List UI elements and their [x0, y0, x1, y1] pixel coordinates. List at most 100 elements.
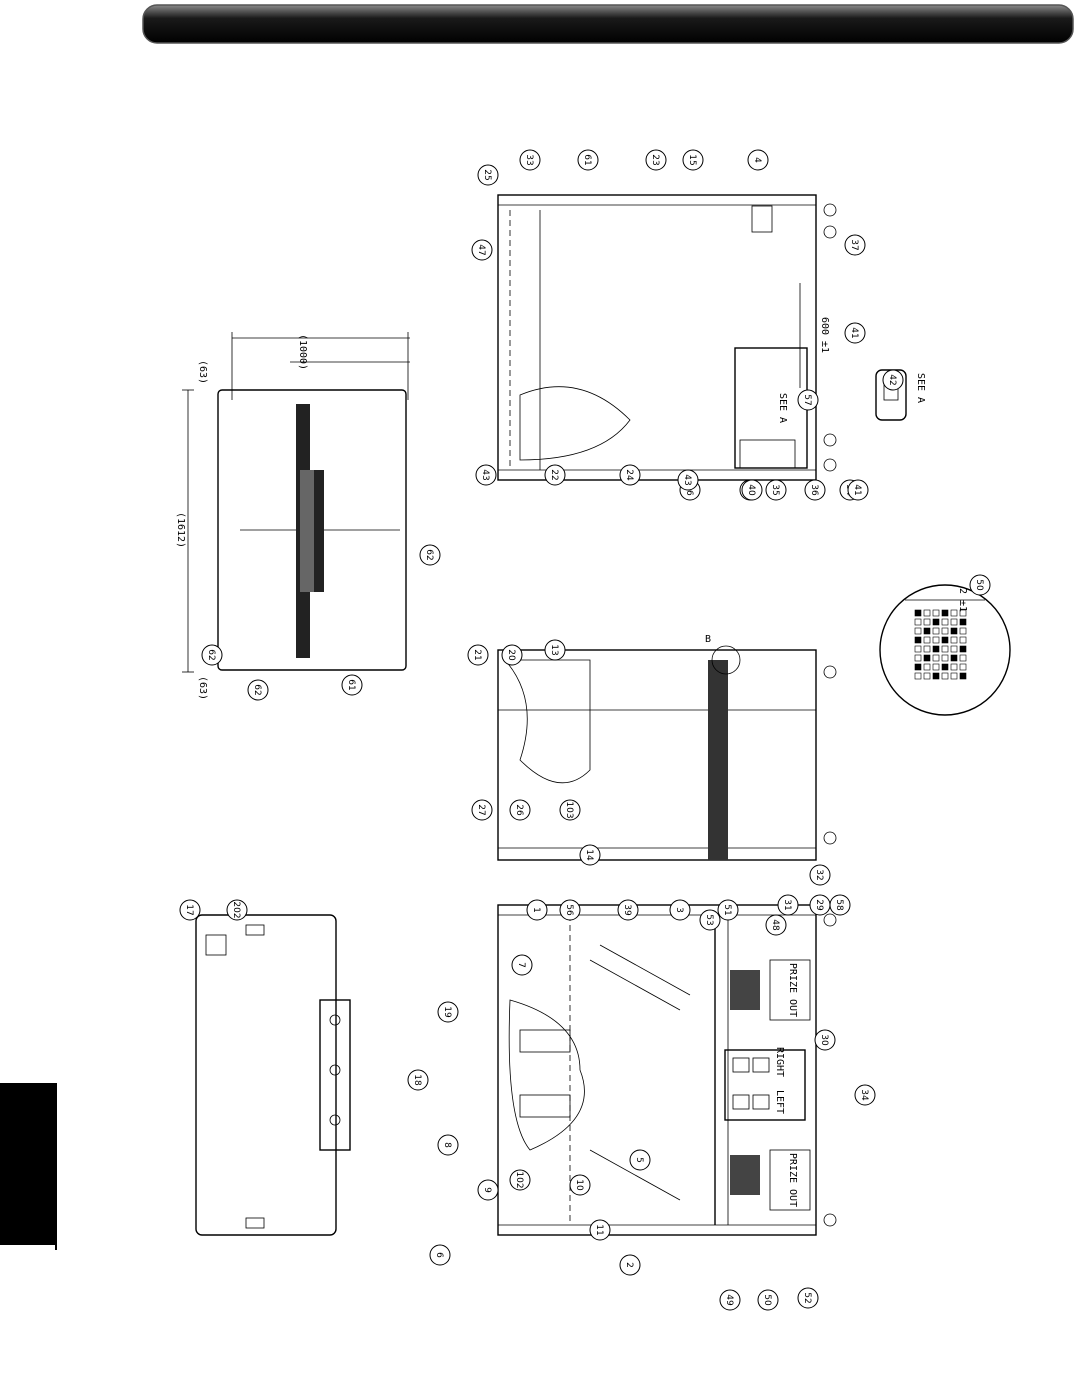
prize-out-right-label: PRIZE OUT — [787, 963, 798, 1017]
svg-text:21: 21 — [472, 649, 482, 660]
grid-cell — [923, 645, 931, 653]
callout-39: 39 — [617, 899, 639, 921]
grid-cell — [959, 618, 967, 626]
svg-text:14: 14 — [584, 849, 594, 861]
grid-cell — [950, 645, 958, 653]
svg-text:20: 20 — [506, 649, 516, 661]
callout-22: 22 — [544, 464, 566, 486]
callout-13: 13 — [544, 639, 566, 661]
prize-out-left-label: PRIZE OUT — [787, 1153, 798, 1207]
callout-43: 43 — [475, 464, 497, 486]
svg-text:19: 19 — [442, 1006, 452, 1018]
svg-text:24: 24 — [624, 469, 634, 481]
svg-text:57: 57 — [802, 394, 812, 405]
callout-43: 43 — [677, 469, 699, 491]
grid-cell — [932, 609, 940, 617]
grid-cell — [914, 618, 922, 626]
grid-cell — [932, 672, 940, 680]
callout-14: 14 — [579, 844, 601, 866]
svg-text:48: 48 — [770, 919, 780, 931]
grid-cell — [941, 618, 949, 626]
svg-text:49: 49 — [724, 1294, 734, 1306]
svg-text:58: 58 — [834, 899, 844, 911]
section-header-bar — [142, 4, 1074, 44]
grid-cell — [950, 627, 958, 635]
svg-text:39: 39 — [622, 904, 632, 916]
see-a-top-label: SEE A — [777, 393, 788, 423]
callout-31: 31 — [777, 894, 799, 916]
grid-cell — [923, 618, 931, 626]
grid-cell — [959, 672, 967, 680]
grid-cell — [932, 636, 940, 644]
grid-cell — [941, 627, 949, 635]
callout-40: 40 — [741, 479, 763, 501]
grid-cell — [932, 654, 940, 662]
grid-cell — [932, 618, 940, 626]
rail-spacing-dim: 600 ±1 — [819, 317, 830, 353]
offset-right-dim: (63) — [197, 676, 208, 700]
callout-30: 30 — [814, 1029, 836, 1051]
grid-cell — [932, 627, 940, 635]
callout-3: 3 — [669, 899, 691, 921]
callout-27: 27 — [471, 799, 493, 821]
svg-text:29: 29 — [814, 899, 824, 911]
grid-cell — [941, 654, 949, 662]
width-dimension: (1612) — [175, 512, 186, 548]
svg-text:8: 8 — [442, 1142, 452, 1148]
svg-text:3: 3 — [674, 907, 684, 913]
callout-26: 26 — [509, 799, 531, 821]
callout-29: 29 — [809, 894, 831, 916]
svg-text:47: 47 — [476, 244, 486, 255]
top-view: (1612) (1000) (63) (63) — [175, 332, 410, 700]
svg-text:23: 23 — [650, 154, 660, 165]
grid-cell — [941, 609, 949, 617]
callout-10: 10 — [569, 1174, 591, 1196]
svg-text:61: 61 — [582, 154, 592, 165]
callout-6: 6 — [429, 1244, 451, 1266]
callout-56: 56 — [559, 899, 581, 921]
side-view: B — [497, 634, 837, 861]
grid-cell — [959, 636, 967, 644]
grid-cell — [914, 654, 922, 662]
svg-text:5: 5 — [634, 1157, 644, 1163]
callout-35: 35 — [765, 479, 787, 501]
svg-text:40: 40 — [746, 484, 756, 496]
callout-36: 36 — [804, 479, 826, 501]
callout-2: 2 — [619, 1254, 641, 1276]
svg-text:43: 43 — [480, 469, 490, 480]
callout-37: 37 — [844, 234, 866, 256]
svg-text:42: 42 — [887, 374, 897, 385]
callout-25: 25 — [477, 164, 499, 186]
grid-cell — [932, 645, 940, 653]
svg-text:53: 53 — [704, 914, 714, 925]
callout-42: 42 — [882, 369, 904, 391]
callout-48: 48 — [765, 914, 787, 936]
section-tab-marker — [0, 1083, 56, 1245]
callout-21: 21 — [467, 644, 489, 666]
detail-b-label: B — [705, 634, 711, 645]
svg-text:15: 15 — [687, 154, 697, 165]
svg-text:9: 9 — [482, 1187, 492, 1193]
callout-53: 53 — [699, 909, 721, 931]
callout-20: 20 — [501, 644, 523, 666]
callout-18: 18 — [407, 1069, 429, 1091]
svg-text:41: 41 — [849, 327, 859, 338]
grid-cell — [914, 663, 922, 671]
grid-cell — [950, 609, 958, 617]
callout-9: 9 — [477, 1179, 499, 1201]
callout-34: 34 — [854, 1084, 876, 1106]
svg-text:25: 25 — [482, 169, 492, 180]
grid-cell — [914, 609, 922, 617]
grid-cell — [959, 609, 967, 617]
grid-cell — [941, 672, 949, 680]
detail-grid: 2 ±1 — [879, 584, 1011, 716]
callout-23: 23 — [645, 149, 667, 171]
svg-text:6: 6 — [434, 1252, 444, 1258]
grid-cell — [950, 672, 958, 680]
svg-text:36: 36 — [809, 484, 819, 496]
btn-left-label: LEFT — [774, 1090, 785, 1114]
svg-text:52: 52 — [802, 1292, 812, 1303]
grid-cell — [923, 609, 931, 617]
callout-19: 19 — [437, 1001, 459, 1023]
